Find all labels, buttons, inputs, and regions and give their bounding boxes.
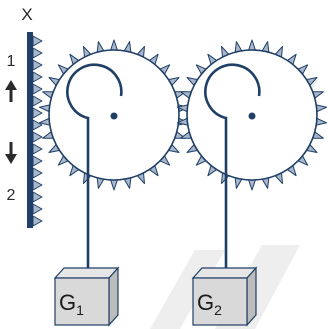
rack-tooth — [32, 203, 43, 215]
rack-tooth — [32, 59, 43, 71]
weight-g1-top — [53, 267, 120, 279]
gear-right-hub — [248, 112, 256, 120]
rack-tooth — [32, 179, 43, 191]
weight-g2: G2 — [191, 266, 258, 327]
gear-left — [38, 39, 190, 312]
rack-tooth — [32, 191, 43, 203]
weight-g1: G1 — [53, 266, 120, 327]
weight-g1-front — [54, 277, 110, 326]
rack-tooth — [32, 131, 43, 143]
rack-tooth — [32, 107, 43, 119]
weight-g1-label: G1 — [59, 290, 84, 318]
direction-up-label: 1 — [7, 53, 16, 70]
rack-tooth — [32, 35, 43, 47]
rack-teeth — [32, 35, 43, 227]
weight-g2-side — [246, 266, 257, 327]
rack-tooth — [32, 47, 43, 59]
rack-tooth — [32, 215, 43, 227]
gear-left-spiral — [66, 63, 123, 312]
weight-g2-front — [192, 277, 248, 326]
rack-tooth — [32, 167, 43, 179]
weight-g2-label: G2 — [197, 290, 222, 318]
gear-right-spiral — [204, 63, 261, 312]
rack-label: X — [21, 5, 32, 24]
gear-right — [176, 39, 328, 312]
arrow-down-icon — [5, 142, 17, 164]
rack-tooth — [32, 155, 43, 167]
weight-g1-side — [108, 266, 119, 327]
direction-down-label: 2 — [7, 187, 16, 204]
rack-tooth — [32, 71, 43, 83]
rack — [27, 32, 43, 228]
rack-tooth — [32, 83, 43, 95]
weight-g2-top — [191, 267, 258, 279]
rack-tooth — [32, 95, 43, 107]
rack-bar — [27, 32, 33, 228]
gear-left-hub — [110, 112, 118, 120]
rack-tooth — [32, 143, 43, 155]
arrow-up-icon — [5, 80, 17, 102]
rack-tooth — [32, 119, 43, 131]
